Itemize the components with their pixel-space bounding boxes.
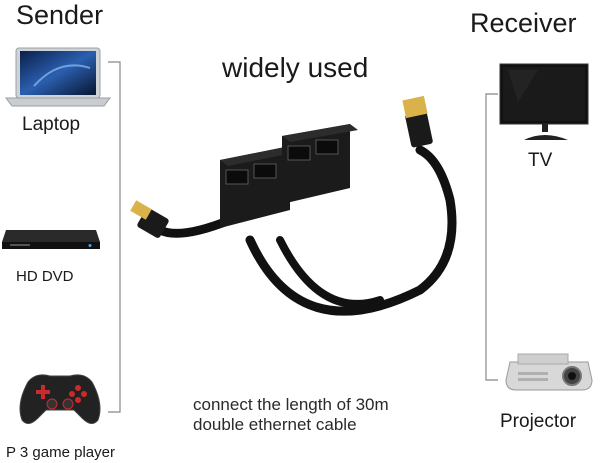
dvd-label: HD DVD bbox=[16, 268, 74, 285]
laptop-icon bbox=[4, 46, 112, 108]
tv-label: TV bbox=[528, 150, 553, 171]
sender-bracket bbox=[108, 61, 121, 413]
projector-label: Projector bbox=[500, 411, 577, 432]
right-hdmi-plug bbox=[402, 95, 433, 148]
caption-line-2: double ethernet cable bbox=[193, 415, 357, 434]
sender-unit bbox=[220, 146, 298, 228]
receiver-cable bbox=[245, 145, 457, 316]
sender-heading: Sender bbox=[16, 0, 104, 30]
receiver-heading: Receiver bbox=[470, 8, 577, 38]
tv-icon bbox=[498, 62, 592, 144]
caption: connect the length of 30m double etherne… bbox=[193, 395, 389, 435]
game-player-label: P 3 game player bbox=[6, 444, 115, 461]
hdmi-extender-image bbox=[130, 95, 457, 316]
dvd-player-icon bbox=[0, 228, 102, 252]
receiver-bracket bbox=[485, 93, 498, 381]
gamepad-icon bbox=[16, 368, 104, 428]
tagline: widely used bbox=[222, 52, 369, 83]
left-hdmi-plug bbox=[130, 200, 169, 238]
receiver-unit bbox=[282, 124, 358, 204]
sender-cable bbox=[276, 236, 384, 308]
caption-line-1: connect the length of 30m bbox=[193, 395, 389, 414]
laptop-label: Laptop bbox=[22, 114, 81, 135]
left-hdmi-cable bbox=[155, 215, 235, 238]
projector-icon bbox=[504, 350, 594, 398]
